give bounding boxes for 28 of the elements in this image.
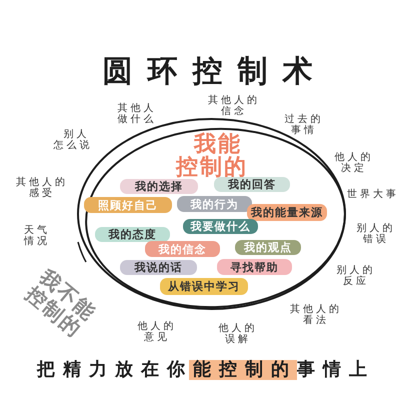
- outside-item-label: 别人的反应: [336, 265, 376, 287]
- outside-item-label: 别人怎么说: [52, 129, 94, 151]
- item-tag: 从错误中学习: [160, 278, 248, 295]
- title: 圆环控制术: [102, 54, 328, 90]
- outside-item-label: 他人的意见: [136, 321, 178, 343]
- outside-item-label: 他人的决定: [334, 152, 374, 174]
- item-tag: 我的回答: [214, 177, 290, 192]
- item-tag: 我的选择: [120, 179, 198, 194]
- region-heading: 我能控制的: [175, 133, 248, 180]
- outside-item-label: 别人的错误: [356, 223, 396, 245]
- item-tag: 我的态度: [95, 227, 170, 242]
- item-tag: 我的信念: [145, 241, 220, 257]
- item-tag: 我的能量来源: [247, 204, 327, 221]
- outside-item-label: 其他人的感受: [15, 177, 69, 199]
- item-tag: 我说的话: [120, 260, 197, 275]
- item-tag: 我的观点: [235, 240, 301, 255]
- outside-item-label: 其他人做什么: [116, 103, 158, 125]
- item-tag: 寻找帮助: [217, 259, 292, 275]
- item-tag: 我的行为: [177, 196, 252, 212]
- item-tag: 照顾好自己: [84, 197, 172, 213]
- outside-item-label: 世界大事: [346, 189, 400, 200]
- outside-item-label: 过去的事情: [284, 114, 324, 136]
- item-tag: 我要做什么: [183, 219, 258, 234]
- outside-item-label: 天气情况: [23, 225, 51, 247]
- outside-item-label: 其他人的信念: [207, 95, 261, 117]
- outside-item-label: 他人的误解: [218, 323, 258, 345]
- outside-item-label: 其他人的看法: [289, 304, 343, 326]
- outside-region-heading: 我不能控制的: [22, 265, 102, 343]
